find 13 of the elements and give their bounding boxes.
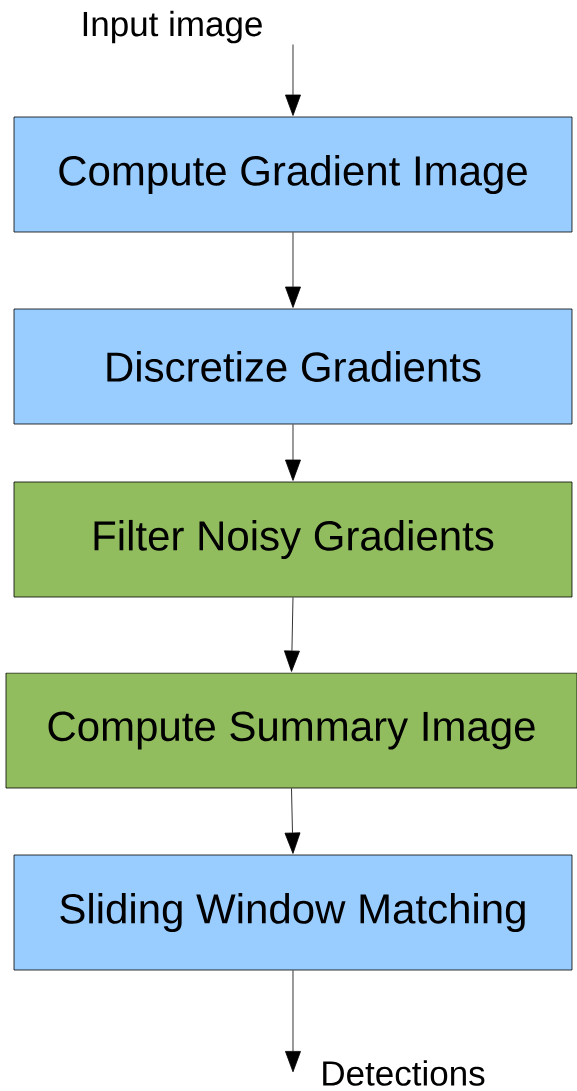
arrow <box>284 597 300 672</box>
process-box: Compute Gradient Image <box>13 116 573 233</box>
arrow <box>285 232 301 308</box>
arrow <box>285 44 301 116</box>
arrow <box>285 424 301 481</box>
process-box: Discretize Gradients <box>13 308 573 425</box>
flow-label: Input image <box>83 10 262 44</box>
process-box: Filter Noisy Gradients <box>13 481 573 598</box>
process-box: Sliding Window Matching <box>13 854 573 971</box>
flow-label: Detections <box>323 1060 485 1086</box>
process-box: Compute Summary Image <box>5 672 577 789</box>
arrow <box>285 970 301 1073</box>
arrow <box>284 788 301 854</box>
